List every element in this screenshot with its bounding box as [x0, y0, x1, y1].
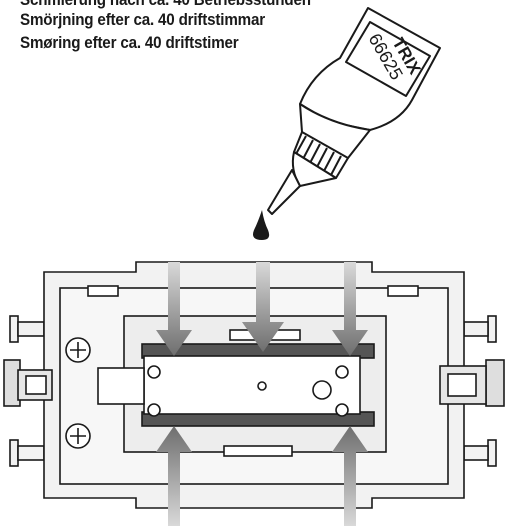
buffer-left-top — [9, 315, 45, 343]
arrow-down-right — [332, 262, 368, 356]
caption-swedish: Smörjning efter ca. 40 driftstimmar — [20, 11, 265, 29]
buffer-right-bottom — [463, 439, 497, 467]
buffer-right-top — [463, 315, 497, 343]
locomotive-frame — [3, 261, 505, 509]
coupler-right — [439, 359, 505, 407]
arrow-down-left — [156, 262, 192, 356]
caption-danish: Smøring efter ca. 40 driftstimer — [20, 34, 239, 52]
lubrication-arrows — [156, 262, 368, 526]
arrow-up-left — [156, 426, 192, 526]
arrow-down-center — [242, 262, 284, 352]
oil-drop-icon — [253, 210, 270, 240]
arrow-up-right — [332, 426, 368, 526]
caption-german: Schmierung nach ca. 40 Betriebsstunden — [20, 0, 311, 9]
screw-icon-group — [65, 337, 349, 449]
buffer-left-bottom — [9, 439, 45, 467]
coupler-left — [3, 359, 53, 407]
oil-bottle — [267, 7, 441, 215]
